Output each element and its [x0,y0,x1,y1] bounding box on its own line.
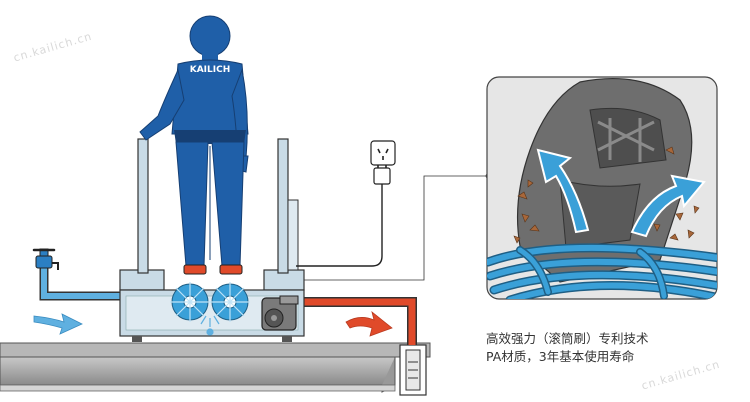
water-spray [200,315,220,336]
airflow-arrow-left-icon [536,148,590,234]
roller-brush-right [210,282,250,322]
brush-detail-inset [486,76,718,300]
water-tap-icon [32,248,59,270]
pump-motor [261,295,299,331]
floor-drain [399,344,427,396]
outflow-arrow-icon [345,310,393,337]
floor-slab [0,342,431,393]
flow-arrow-icon [33,313,83,335]
caption-line-2: PA材质，3年基本使用寿命 [486,349,635,364]
brush-bristles [487,243,717,299]
caption-line-1: 高效强力（滚筒刷）专利技术 [486,331,649,346]
roller-brush-left [170,282,210,322]
water-inlet [32,248,131,301]
operator-figure [139,15,249,275]
callout-line [304,175,488,281]
drain-outlet-pipe [300,297,417,345]
feature-caption: 高效强力（滚筒刷）专利技术 PA材质，3年基本使用寿命 [486,330,736,366]
dirt-debris [513,146,700,244]
power-socket-icon [370,140,396,166]
uniform-brand: KAILICH [190,65,231,75]
power-line [296,140,396,267]
handrails [137,138,299,274]
airflow-arrow-right-icon [630,174,706,238]
